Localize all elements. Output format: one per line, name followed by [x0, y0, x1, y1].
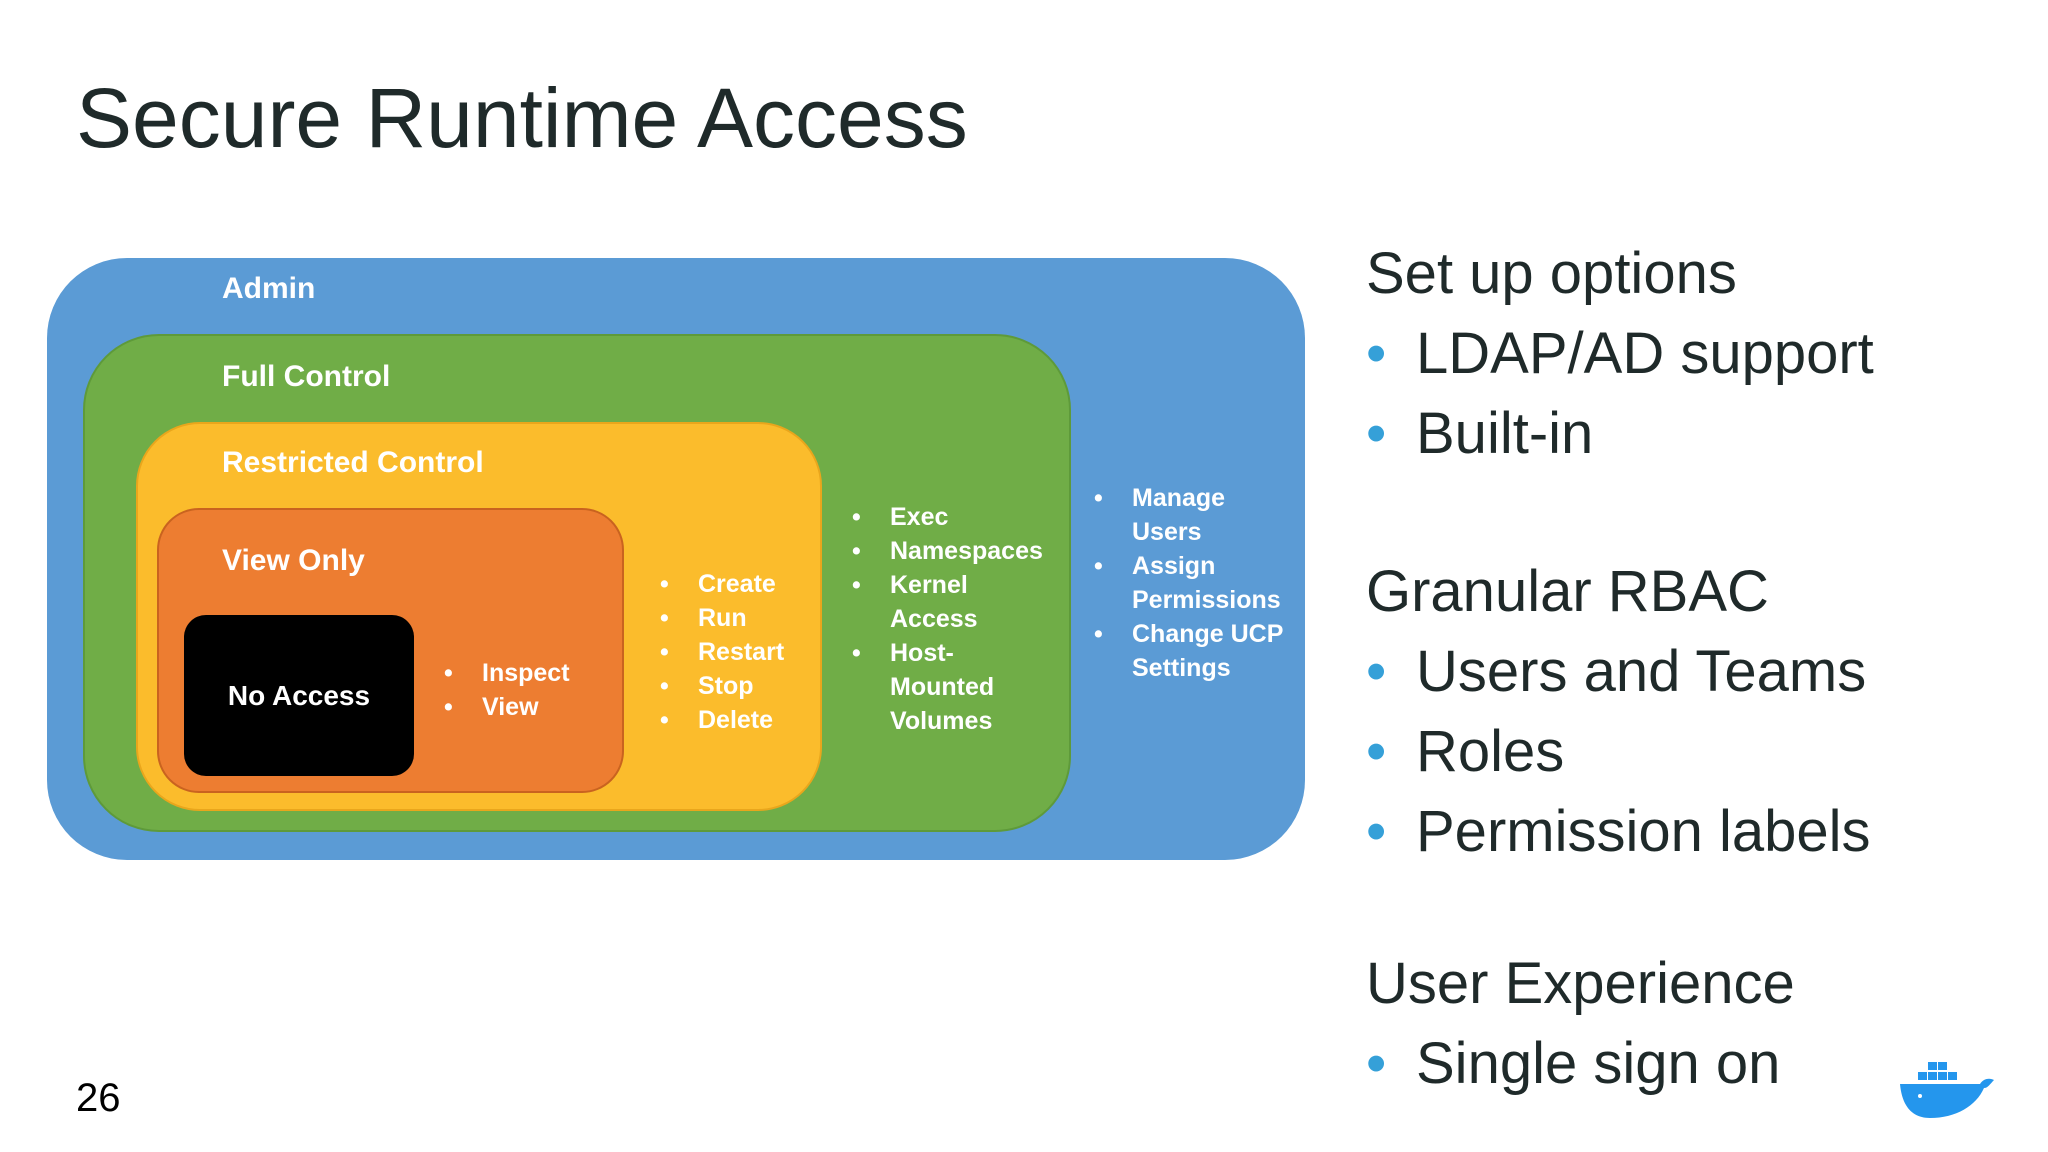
section-heading-ux: User Experience	[1366, 951, 1795, 1016]
permission-item: Access	[890, 605, 978, 633]
permission-item: Change UCP	[1094, 617, 1283, 651]
bullet-dot-icon: •	[1366, 1031, 1387, 1096]
list-item: •Roles	[1366, 719, 1565, 784]
permission-item: Inspect	[444, 656, 570, 690]
list-item: •Users and Teams	[1366, 639, 1867, 704]
permission-item: Exec	[852, 500, 1043, 534]
bullet-dot-icon: •	[1366, 719, 1387, 784]
permission-item: Namespaces	[852, 534, 1043, 568]
permission-item: Settings	[1132, 654, 1231, 682]
permission-item: Users	[1132, 518, 1202, 546]
page-number: 26	[76, 1076, 121, 1120]
permission-item: Create	[660, 567, 784, 601]
permission-item: Permissions	[1132, 586, 1281, 614]
admin-label: Admin	[222, 272, 316, 305]
list-item: •Single sign on	[1366, 1031, 1781, 1096]
restricted-control-permissions: Create Run Restart Stop Delete	[660, 567, 784, 737]
list-item: •Permission labels	[1366, 799, 1871, 864]
slide-title: Secure Runtime Access	[76, 71, 968, 165]
bullet-dot-icon: •	[1366, 401, 1387, 466]
permission-item: Delete	[660, 703, 784, 737]
section-heading-rbac: Granular RBAC	[1366, 559, 1769, 624]
list-item: •LDAP/AD support	[1366, 321, 1874, 386]
restricted-control-label: Restricted Control	[222, 446, 484, 479]
no-access-box: No Access	[184, 615, 414, 776]
admin-permissions: ManageUsersAssignPermissionsChange UCP Se…	[1094, 481, 1283, 685]
permission-item: Manage	[1094, 481, 1283, 515]
full-control-permissions: ExecNamespacesKernelAccessHost- MountedVo…	[852, 500, 1043, 738]
permission-item: Volumes	[890, 707, 993, 735]
permission-item: Assign	[1094, 549, 1283, 583]
bullet-dot-icon: •	[1366, 321, 1387, 386]
bullet-dot-icon: •	[1366, 639, 1387, 704]
permission-item: Restart	[660, 635, 784, 669]
permission-item: Run	[660, 601, 784, 635]
permission-item: Kernel	[852, 568, 1043, 602]
permission-item: Mounted	[890, 673, 995, 701]
permission-item: Host-	[852, 636, 1043, 670]
section-heading-setup: Set up options	[1366, 241, 1737, 306]
full-control-label: Full Control	[222, 360, 391, 393]
no-access-label: No Access	[227, 679, 371, 711]
list-item: •Built-in	[1366, 401, 1594, 466]
permission-item: Stop	[660, 669, 784, 703]
view-only-permissions: Inspect View	[444, 656, 570, 724]
bullet-dot-icon: •	[1366, 799, 1387, 864]
permission-item: View	[444, 690, 570, 724]
docker-whale-icon	[1896, 1058, 1996, 1127]
view-only-label: View Only	[222, 544, 365, 577]
